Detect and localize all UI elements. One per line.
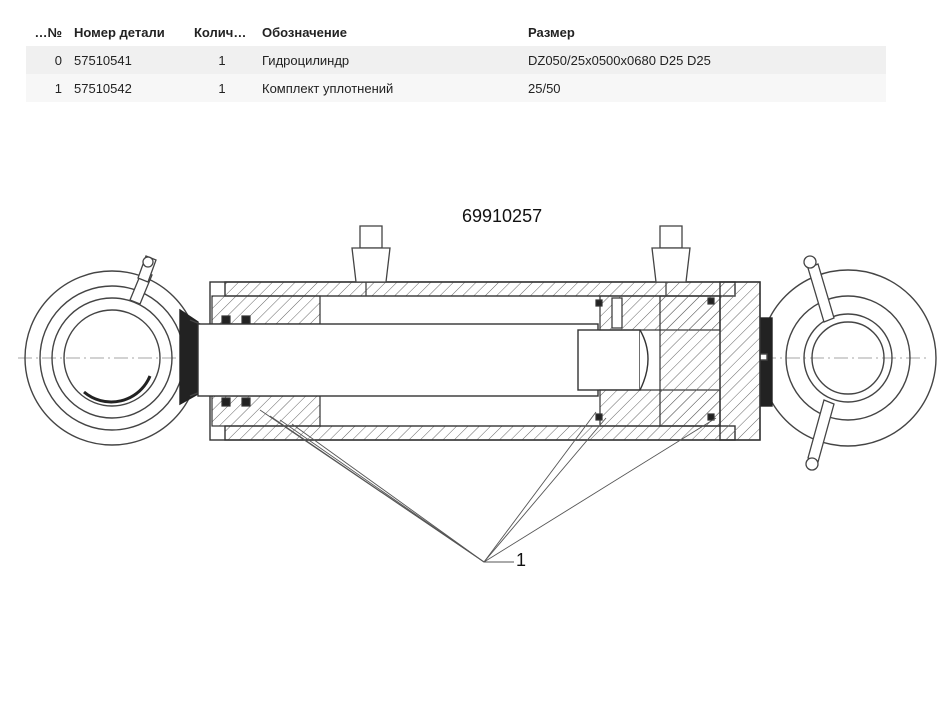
- column-header-no[interactable]: № п/п: [26, 24, 62, 40]
- cell-no: 1: [26, 74, 68, 102]
- drawing-title: 69910257: [462, 206, 543, 226]
- cell-quantity: 1: [188, 46, 256, 74]
- left-rod-eye: [24, 270, 216, 446]
- column-header-designation[interactable]: Обозначение: [262, 24, 347, 40]
- column-header-size[interactable]: Размер: [528, 24, 575, 40]
- cell-designation: Гидроцилиндр: [256, 46, 522, 74]
- cell-part-number: 57510542: [68, 74, 188, 102]
- table-row[interactable]: 0 57510541 1 Гидроцилиндр DZ050/25x0500x…: [26, 46, 886, 74]
- cylinder-drawing: [18, 225, 937, 563]
- cell-size: 25/50: [522, 74, 886, 102]
- cell-no: 0: [26, 46, 68, 74]
- column-header-quantity[interactable]: Количество: [194, 24, 256, 40]
- table-row[interactable]: 1 57510542 1 Комплект уплотнений 25/50: [26, 74, 886, 102]
- gland: [211, 295, 321, 427]
- right-grease-nipple: [803, 255, 835, 471]
- port-left: [351, 225, 391, 296]
- cell-quantity: 1: [188, 74, 256, 102]
- column-header-part-number[interactable]: Номер детали: [74, 24, 165, 40]
- piston-rod: [197, 323, 649, 397]
- cell-designation: Комплект уплотнений: [256, 74, 522, 102]
- piston: [595, 295, 721, 427]
- parts-table: № п/п Номер детали Количество Обозначени…: [26, 18, 886, 102]
- table-header-row: № п/п Номер детали Количество Обозначени…: [26, 18, 886, 46]
- callout-leader-lines: [259, 409, 717, 563]
- left-grease-nipple: [129, 255, 157, 305]
- callout-label: 1: [516, 550, 527, 570]
- cell-size: DZ050/25x0500x0680 D25 D25: [522, 46, 886, 74]
- port-right: [651, 225, 691, 296]
- cell-part-number: 57510541: [68, 46, 188, 74]
